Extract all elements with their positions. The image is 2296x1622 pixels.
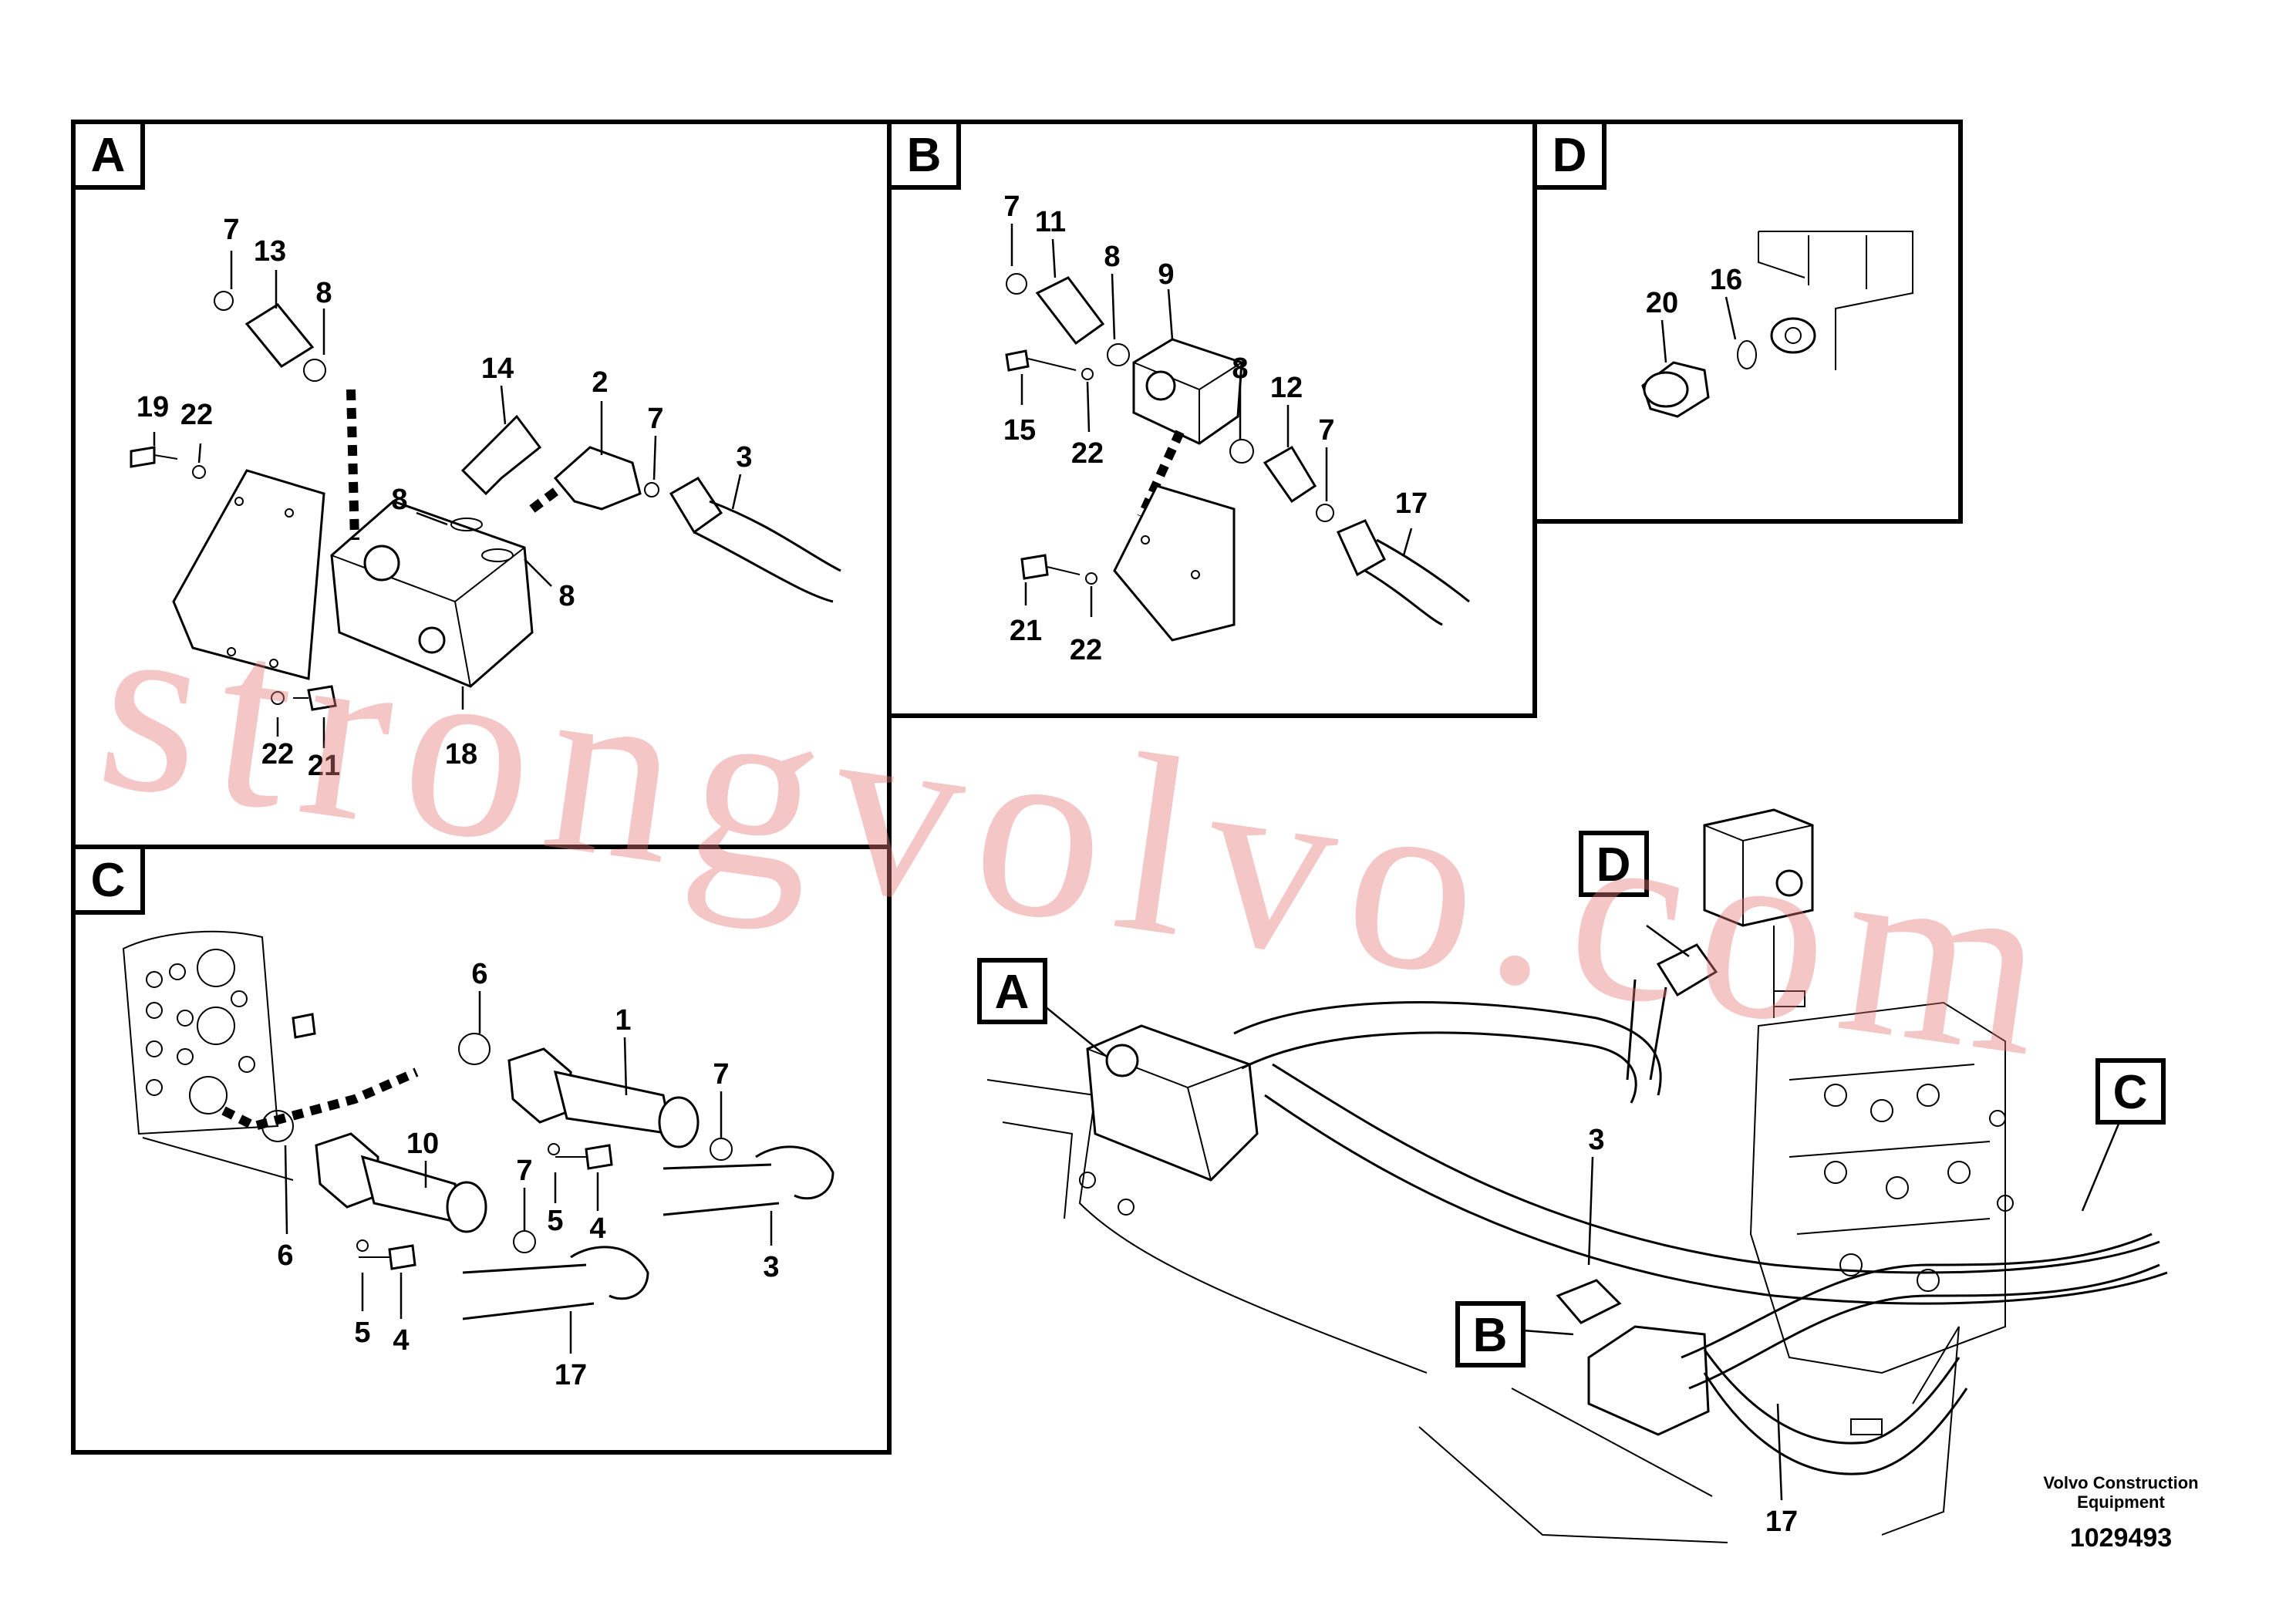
callout: 21: [1010, 615, 1042, 647]
svg-text:B: B: [1473, 1309, 1508, 1362]
callout: 3: [736, 441, 752, 474]
panel-c-callouts: 6 1 7 10 7 5 4 6 3 5 4 17: [277, 958, 779, 1391]
callout: 4: [589, 1212, 605, 1245]
callout: 8: [1104, 241, 1120, 273]
callout: 18: [445, 738, 477, 771]
callout: 2: [592, 366, 608, 399]
overview-flag-d: D: [1579, 831, 1649, 897]
callout: 7: [223, 214, 239, 246]
panel-c-drawing: [122, 930, 834, 1354]
document-number: 1029493: [2070, 1523, 2172, 1553]
overview-drawing: [986, 808, 2168, 1543]
callout: 22: [1071, 437, 1104, 470]
callout: 6: [471, 958, 487, 990]
callout: 4: [393, 1324, 409, 1357]
callout: 7: [516, 1155, 532, 1187]
panel-d-drawing: [1641, 231, 1913, 418]
callout: 7: [1318, 414, 1334, 447]
svg-text:A: A: [91, 129, 126, 182]
callout: 13: [254, 235, 286, 268]
callout: 20: [1646, 287, 1678, 319]
svg-text:A: A: [995, 966, 1030, 1019]
callout: 10: [406, 1128, 439, 1160]
callout: 17: [1395, 487, 1428, 520]
panel-a-callouts: 7 13 8 19 22 14 2 7 3 8 8 18 22 21: [137, 214, 753, 782]
callout: 7: [713, 1058, 729, 1091]
callout: 17: [555, 1359, 587, 1391]
callout: 12: [1270, 372, 1303, 404]
panel-b-callouts: 7 11 8 9 8 12 7 15 22 17 21 22: [1003, 191, 1428, 666]
callout: 8: [1232, 352, 1248, 385]
panel-a-drawing: [130, 251, 841, 748]
panel-d-label: D: [1532, 120, 1607, 190]
valve-details: [1824, 1084, 2014, 1292]
callout: 5: [354, 1317, 370, 1349]
svg-text:C: C: [91, 854, 126, 907]
brand-line-1: Volvo Construction: [2043, 1473, 2198, 1492]
panel-b-label: B: [887, 120, 961, 190]
svg-text:D: D: [1596, 838, 1631, 892]
callout: 8: [315, 277, 332, 309]
overview-callouts: 3 17: [1588, 1124, 1798, 1538]
panel-d-frame: [1532, 120, 1963, 524]
callout: 8: [391, 484, 407, 516]
callout: 22: [1070, 634, 1102, 666]
callout: 3: [763, 1251, 779, 1283]
callout: 6: [277, 1239, 293, 1272]
callout: 3: [1588, 1124, 1604, 1156]
callout: 14: [481, 352, 514, 385]
callout: 11: [1035, 206, 1066, 238]
callout: 16: [1710, 264, 1742, 296]
brand-line-2: Equipment: [2077, 1492, 2165, 1512]
callout: 7: [1003, 191, 1020, 223]
callout: 5: [547, 1205, 563, 1237]
callout: 22: [261, 738, 294, 771]
panel-c-label: C: [71, 845, 145, 915]
callout: 22: [180, 399, 213, 431]
overview-flag-b: B: [1455, 1301, 1526, 1367]
svg-text:C: C: [2113, 1066, 2148, 1119]
overview-flag-c: C: [2095, 1058, 2166, 1125]
valve-port-holes: [146, 949, 255, 1114]
callout: 7: [647, 403, 663, 435]
callout: 19: [137, 391, 169, 423]
callout: 1: [615, 1004, 631, 1037]
callout: 8: [558, 580, 575, 612]
panel-c-frame: [71, 845, 892, 1455]
svg-text:B: B: [907, 129, 942, 182]
callout: 17: [1765, 1506, 1798, 1538]
panel-a-label: A: [71, 120, 145, 190]
panel-b-drawing: [1005, 224, 1470, 642]
panel-d-callouts: 20 16: [1646, 264, 1742, 319]
overview-flag-a: A: [977, 958, 1047, 1024]
callout: 15: [1003, 414, 1036, 447]
callout: 9: [1158, 258, 1174, 291]
svg-text:D: D: [1553, 129, 1587, 182]
callout: 21: [308, 750, 340, 782]
